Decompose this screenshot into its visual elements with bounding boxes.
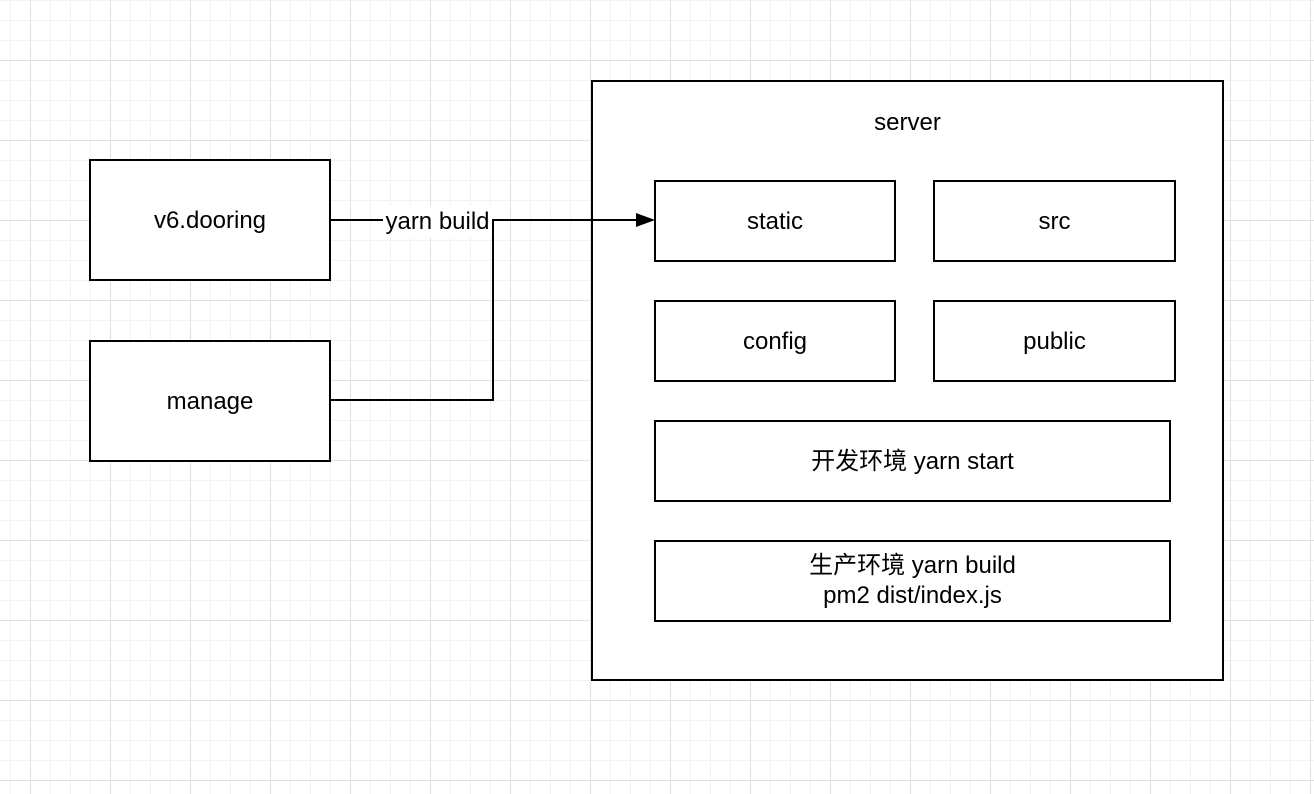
node-public-label: public (1023, 327, 1086, 355)
node-prod-env[interactable]: 生产环境 yarn build pm2 dist/index.js (654, 540, 1171, 622)
node-dev-env[interactable]: 开发环境 yarn start (654, 420, 1171, 502)
edge-label-yarn-build[interactable]: yarn build (383, 206, 492, 237)
node-v6-dooring[interactable]: v6.dooring (89, 159, 331, 281)
node-config[interactable]: config (654, 300, 896, 382)
node-prod-env-label-line1: 生产环境 yarn build (809, 552, 1016, 579)
edge-manage-to-junction[interactable] (331, 220, 494, 401)
node-config-label: config (742, 327, 808, 355)
node-static[interactable]: static (654, 180, 896, 262)
node-public[interactable]: public (933, 300, 1176, 382)
node-v6-dooring-label: v6.dooring (153, 206, 267, 234)
node-server-label: server (874, 109, 941, 136)
node-src[interactable]: src (933, 180, 1176, 262)
node-manage[interactable]: manage (89, 340, 331, 462)
node-prod-env-label-line2: pm2 dist/index.js (823, 582, 1002, 609)
node-manage-label: manage (166, 387, 254, 415)
node-dev-env-label: 开发环境 yarn start (811, 447, 1014, 475)
node-static-label: static (746, 207, 803, 235)
node-src-label: src (1038, 207, 1071, 235)
